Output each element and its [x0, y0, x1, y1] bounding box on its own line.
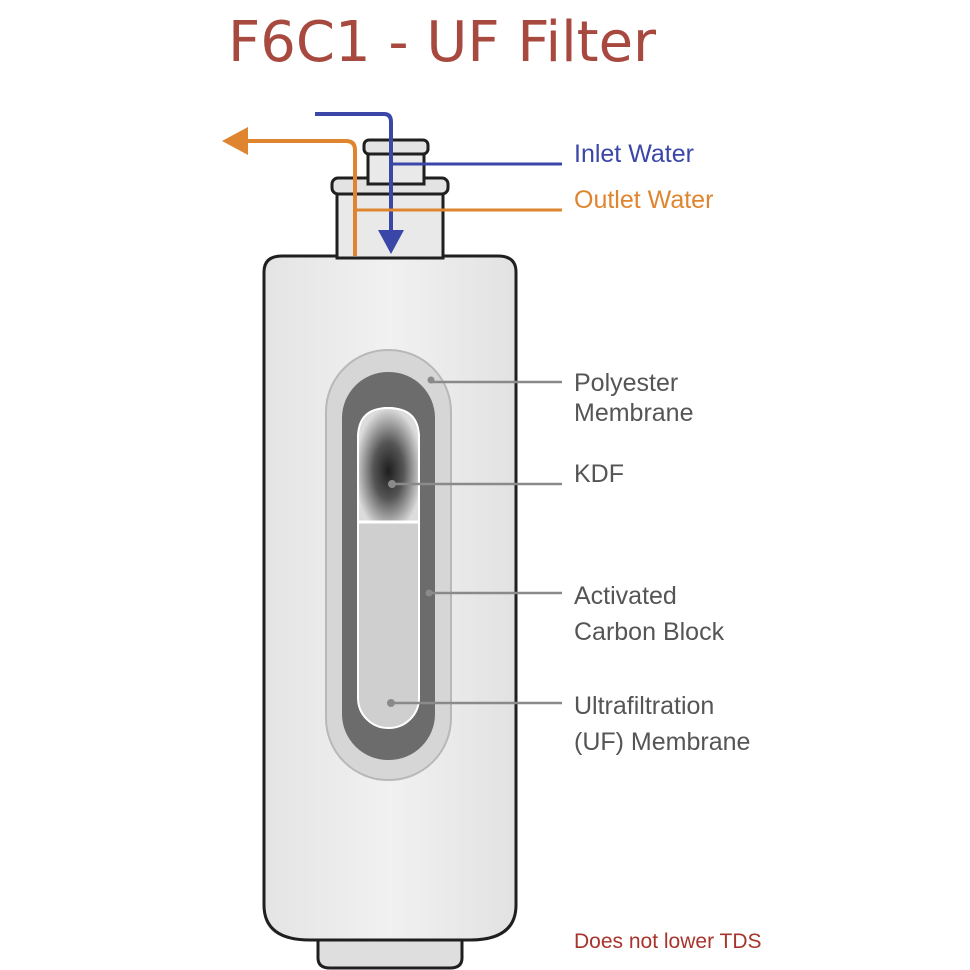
polyester-label-line-2: Membrane: [574, 399, 694, 427]
filter-base: [316, 936, 464, 970]
inlet-water-label: Inlet Water: [574, 140, 694, 168]
polyester-label-line-1: Polyester: [574, 369, 679, 397]
kdf-layer: [357, 406, 420, 523]
outlet-flow-line: [245, 139, 357, 256]
kdf-label: KDF: [574, 459, 624, 489]
polyester-label: Polyester Membrane: [574, 368, 694, 428]
page-title: F6C1 - UF Filter: [228, 10, 657, 75]
tds-note: Does not lower TDS: [574, 930, 762, 953]
outlet-arrow-icon: [222, 127, 248, 155]
carbon-label-line-1: Activated: [574, 582, 677, 610]
filter-tip: [362, 138, 430, 156]
carbon-label: Activated Carbon Block: [574, 578, 724, 650]
kdf-label-line-1: KDF: [574, 460, 624, 488]
uf-label-line-1: Ultrafiltration: [574, 692, 715, 720]
inlet-flow-line: [315, 112, 393, 232]
outlet-water-label: Outlet Water: [574, 186, 714, 214]
filter-neck-upper: [366, 148, 426, 186]
uf-label-line-2: (UF) Membrane: [574, 728, 751, 756]
inlet-arrow-icon: [378, 230, 404, 254]
carbon-label-line-2: Carbon Block: [574, 618, 725, 646]
uf-label: Ultrafiltration (UF) Membrane: [574, 688, 750, 760]
